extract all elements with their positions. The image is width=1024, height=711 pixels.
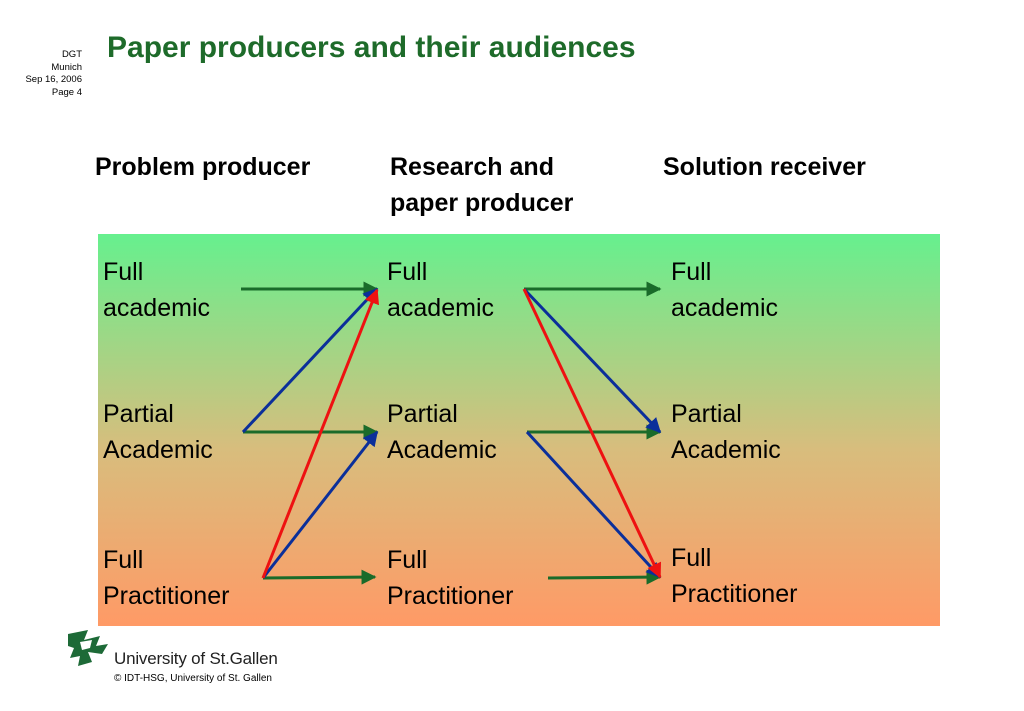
node-research-full-academic: Full academic bbox=[387, 254, 494, 326]
meta-city: Munich bbox=[51, 61, 82, 73]
node-label: Academic bbox=[387, 436, 497, 464]
node-label: Full bbox=[103, 546, 144, 574]
university-name: University of St.Gallen bbox=[114, 649, 278, 668]
arrow-red-research-academic-to-receiver-practitioner bbox=[522, 288, 662, 579]
meta-date: Sep 16, 2006 bbox=[25, 74, 82, 85]
arrow-blue-producer-practitioner-to-research-partial bbox=[261, 430, 379, 579]
node-label: Practitioner bbox=[387, 582, 514, 610]
node-label: academic bbox=[387, 294, 494, 322]
node-receiver-partial-academic: Partial Academic bbox=[671, 396, 781, 468]
arrow-blue-producer-partial-to-research-academic bbox=[241, 287, 379, 434]
node-label: Full bbox=[387, 546, 428, 574]
node-label: academic bbox=[103, 294, 210, 322]
node-research-full-practitioner: Full Practitioner bbox=[387, 542, 513, 614]
node-label: academic bbox=[671, 294, 778, 322]
node-producer-partial-academic: Partial Academic bbox=[103, 396, 213, 468]
column-header-solution-receiver: Solution receiver bbox=[663, 149, 866, 185]
node-label: Full bbox=[671, 544, 712, 572]
node-label: Full bbox=[387, 258, 428, 286]
node-label: Academic bbox=[103, 436, 213, 464]
node-receiver-full-practitioner: Full Practitioner bbox=[671, 540, 797, 612]
node-research-partial-academic: Partial Academic bbox=[387, 396, 497, 468]
node-label: Partial bbox=[387, 400, 458, 428]
arrow-red-producer-practitioner-to-research-academic bbox=[261, 288, 380, 579]
column-header-line: Research and bbox=[390, 153, 554, 181]
node-label: Practitioner bbox=[671, 580, 798, 608]
meta-page: Page 4 bbox=[51, 86, 82, 98]
flow-panel bbox=[98, 234, 940, 626]
node-label: Practitioner bbox=[103, 582, 230, 610]
arrow-green-producer-practitioner-to-research-practitioner bbox=[262, 569, 377, 585]
node-label: Partial bbox=[103, 400, 174, 428]
column-header-line: Solution receiver bbox=[663, 153, 866, 181]
slide-meta: DGT Munich Sep 16, 2006 Page 4 bbox=[8, 49, 82, 99]
arrow-green-research-practitioner-to-receiver-practitioner bbox=[547, 569, 662, 585]
arrow-blue-research-partial-to-receiver-practitioner bbox=[525, 430, 662, 579]
arrow-blue-research-academic-to-receiver-partial bbox=[522, 287, 662, 434]
copyright-notice: © IDT-HSG, University of St. Gallen bbox=[114, 673, 272, 684]
node-label: Academic bbox=[671, 436, 781, 464]
column-header-line: paper producer bbox=[390, 189, 574, 217]
node-label: Full bbox=[103, 258, 144, 286]
column-header-problem-producer: Problem producer bbox=[95, 149, 310, 185]
column-header-line: Problem producer bbox=[95, 153, 311, 181]
node-label: Partial bbox=[671, 400, 742, 428]
node-producer-full-academic: Full academic bbox=[103, 254, 210, 326]
node-receiver-full-academic: Full academic bbox=[671, 254, 778, 326]
column-header-research-producer: Research and paper producer bbox=[390, 149, 573, 221]
university-logo-icon bbox=[66, 628, 110, 670]
page-title: Paper producers and their audiences bbox=[107, 31, 636, 64]
meta-org: DGT bbox=[61, 49, 82, 60]
node-producer-full-practitioner: Full Practitioner bbox=[103, 542, 229, 614]
node-label: Full bbox=[671, 258, 712, 286]
